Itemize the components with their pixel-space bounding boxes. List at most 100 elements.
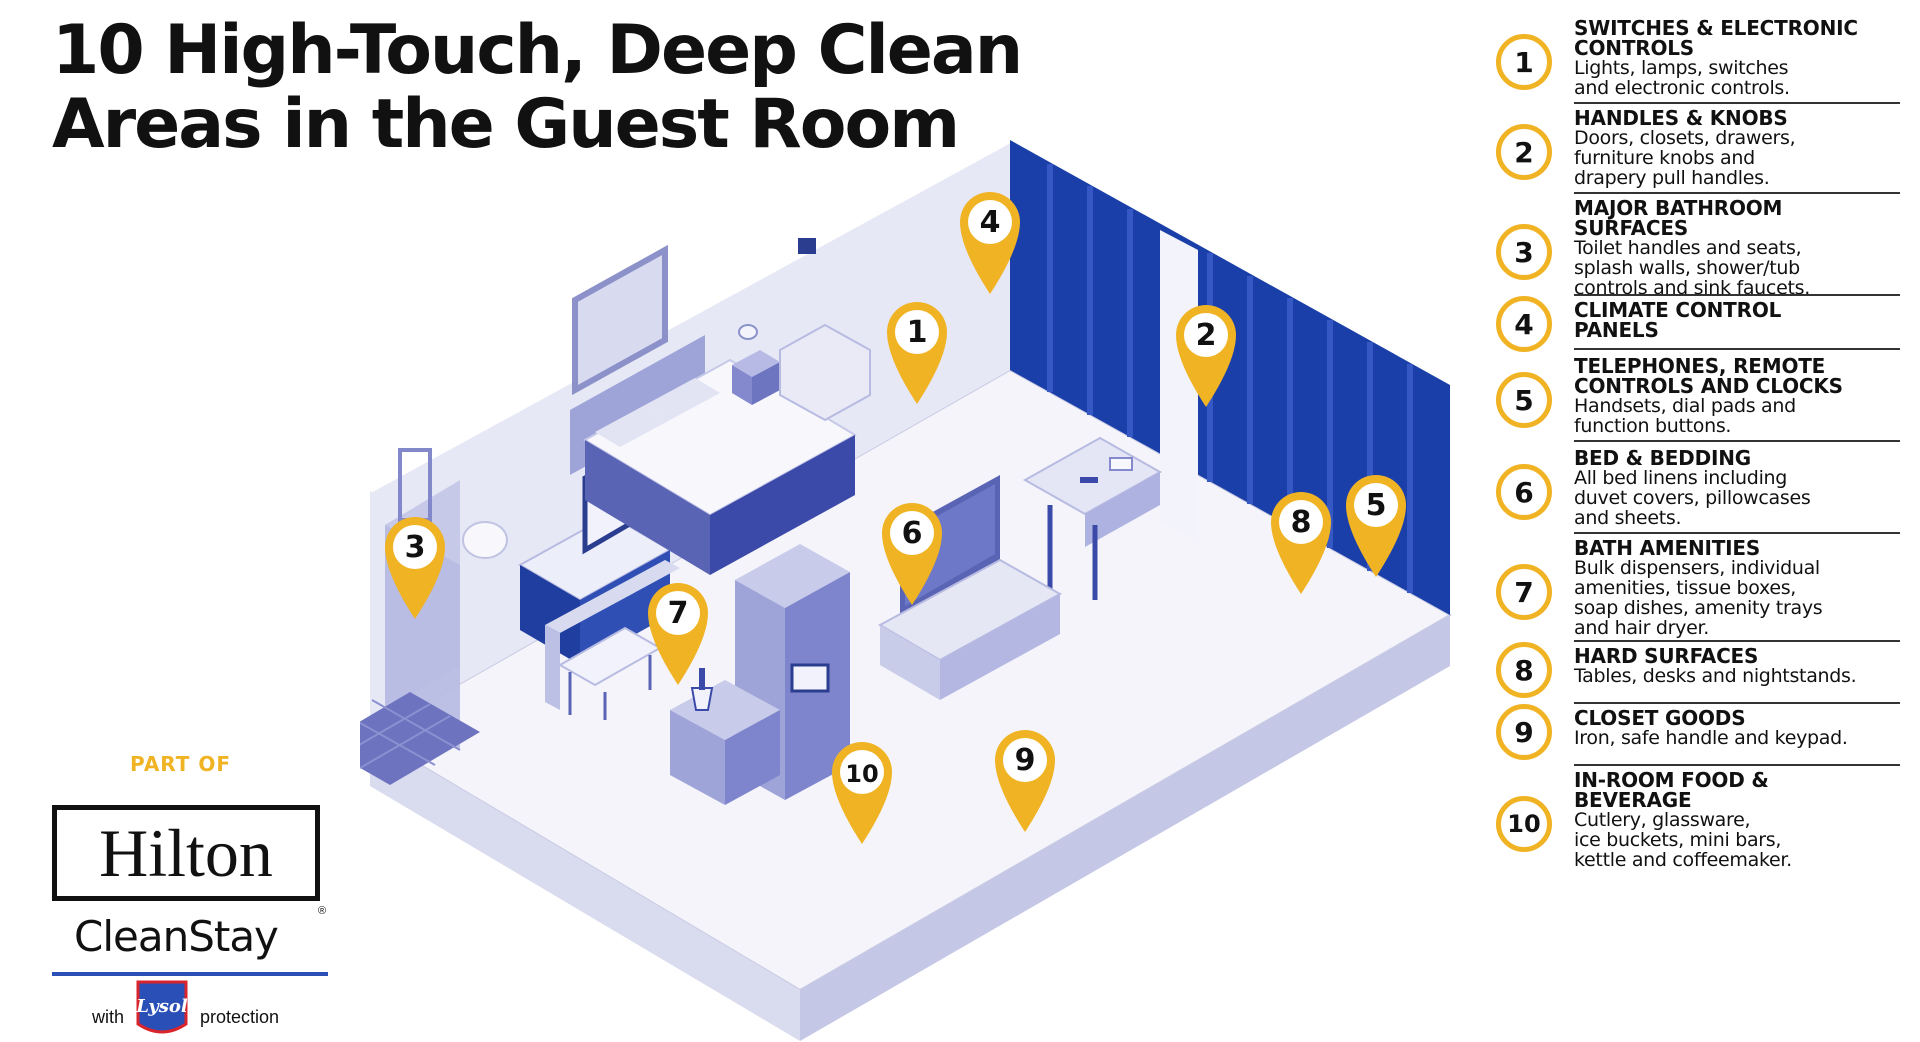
- lysol-protection: with Lysol protection: [92, 980, 280, 1042]
- legend-number-badge: 2: [1496, 124, 1552, 180]
- legend-heading: SWITCHES & ELECTRONIC: [1574, 16, 1858, 40]
- legend-description: soap dishes, amenity trays: [1574, 597, 1823, 619]
- legend-description: kettle and coffeemaker.: [1574, 849, 1792, 871]
- minibar-front: [670, 710, 725, 805]
- legend-heading: IN-ROOM FOOD &: [1574, 768, 1769, 792]
- ice-bucket: [690, 687, 714, 711]
- lamp: [738, 324, 758, 340]
- minibar-side: [725, 710, 780, 805]
- cleanstay-rule: [52, 972, 328, 976]
- legend-description: Tables, desks and nightstands.: [1574, 665, 1857, 687]
- legend-number-badge: 6: [1496, 464, 1552, 520]
- toilet: [462, 521, 508, 559]
- title-line-2: Areas in the Guest Room: [52, 85, 960, 164]
- cleanstay-wordmark: CleanStay: [74, 912, 279, 961]
- wall-picture: [572, 244, 668, 396]
- thermostat: [798, 238, 816, 254]
- shower-tiles: [360, 699, 461, 769]
- legend-divider: [1574, 348, 1900, 350]
- legend-divider: [1574, 192, 1900, 194]
- legend-divider: [1574, 640, 1900, 642]
- bathroom-low-wall: [545, 560, 680, 633]
- legend-description: All bed linens including: [1574, 467, 1788, 489]
- nightstand: [732, 350, 780, 377]
- pillow-right: [645, 378, 720, 420]
- part-of-label: PART OF: [130, 752, 232, 776]
- legend-description: duvet covers, pillowcases: [1574, 487, 1811, 509]
- legend-divider: [1574, 294, 1900, 296]
- room-base-left: [370, 735, 800, 1041]
- legend-number-badge: 9: [1496, 704, 1552, 760]
- legend-description: and hair dryer.: [1574, 617, 1710, 639]
- legend-heading: BED & BEDDING: [1574, 446, 1751, 470]
- legend-number-badge: 5: [1496, 372, 1552, 428]
- legend-number-badge: 7: [1496, 564, 1552, 620]
- legend-description: drapery pull handles.: [1574, 167, 1770, 189]
- closet-top: [735, 544, 850, 608]
- guest-room-diagram: [360, 137, 1453, 1041]
- with-text: with: [92, 1006, 125, 1027]
- hilton-wordmark: Hilton: [99, 815, 273, 891]
- vanity-cabinet: [520, 565, 580, 665]
- legend-divider: [1574, 764, 1900, 766]
- legend-description: Handsets, dial pads and: [1574, 395, 1796, 417]
- legend-number-badge: 3: [1496, 224, 1552, 280]
- legend-number-badge: 1: [1496, 34, 1552, 90]
- legend-heading: MAJOR BATHROOM: [1574, 196, 1783, 220]
- legend-heading: CLOSET GOODS: [1574, 706, 1746, 730]
- legend-description: Cutlery, glassware,: [1574, 809, 1751, 831]
- pillow-left: [595, 405, 670, 447]
- legend-description: Lights, lamps, switches: [1574, 57, 1789, 79]
- registered-mark: ®: [318, 905, 327, 917]
- bottle: [699, 668, 705, 690]
- window-opening: [1160, 230, 1198, 540]
- legend-description: Doors, closets, drawers,: [1574, 127, 1796, 149]
- room-base-right: [800, 615, 1450, 1041]
- legend-description: furniture knobs and: [1574, 147, 1755, 169]
- title-line-1: 10 High-Touch, Deep Clean: [52, 11, 1023, 90]
- page-title: 10 High-Touch, Deep Clean Areas in the G…: [52, 11, 1023, 164]
- legend-description: splash walls, shower/tub: [1574, 257, 1800, 279]
- legend-divider: [1574, 440, 1900, 442]
- legend-description: Bulk dispensers, individual: [1574, 557, 1820, 579]
- legend-description: ice buckets, mini bars,: [1574, 829, 1782, 851]
- legend-heading: CLIMATE CONTROL: [1574, 298, 1782, 322]
- legend-description: amenities, tissue boxes,: [1574, 577, 1797, 599]
- lysol-text: Lysol: [135, 996, 188, 1017]
- telephone: [1109, 457, 1133, 471]
- legend-number-badge: 10: [1496, 796, 1552, 852]
- legend-heading: CONTROLS AND CLOCKS: [1574, 374, 1843, 398]
- legend-description: function buttons.: [1574, 415, 1732, 437]
- legend-heading: PANELS: [1574, 318, 1659, 342]
- legend-divider: [1574, 702, 1900, 704]
- legend-divider: [1574, 102, 1900, 104]
- legend-description: and sheets.: [1574, 507, 1682, 529]
- legend-heading: HANDLES & KNOBS: [1574, 106, 1788, 130]
- legend-heading: HARD SURFACES: [1574, 644, 1759, 668]
- legend-number-badge: 8: [1496, 642, 1552, 698]
- legend-heading: SURFACES: [1574, 216, 1689, 240]
- armchair: [779, 323, 871, 422]
- safe: [790, 663, 830, 693]
- legend-description: Iron, safe handle and keypad.: [1574, 727, 1848, 749]
- legend-divider: [1574, 532, 1900, 534]
- legend-heading: TELEPHONES, REMOTE: [1574, 354, 1826, 378]
- bed-base-side: [710, 435, 855, 575]
- bed-base-front: [585, 440, 710, 575]
- lysol-logo: Lysol: [130, 980, 194, 1042]
- remote: [1080, 477, 1098, 483]
- protection-text: protection: [200, 1006, 280, 1027]
- legend-number-badge: 4: [1496, 296, 1552, 352]
- legend-heading: CONTROLS: [1574, 36, 1695, 60]
- legend-description: and electronic controls.: [1574, 77, 1790, 99]
- hilton-logo: Hilton: [52, 805, 320, 901]
